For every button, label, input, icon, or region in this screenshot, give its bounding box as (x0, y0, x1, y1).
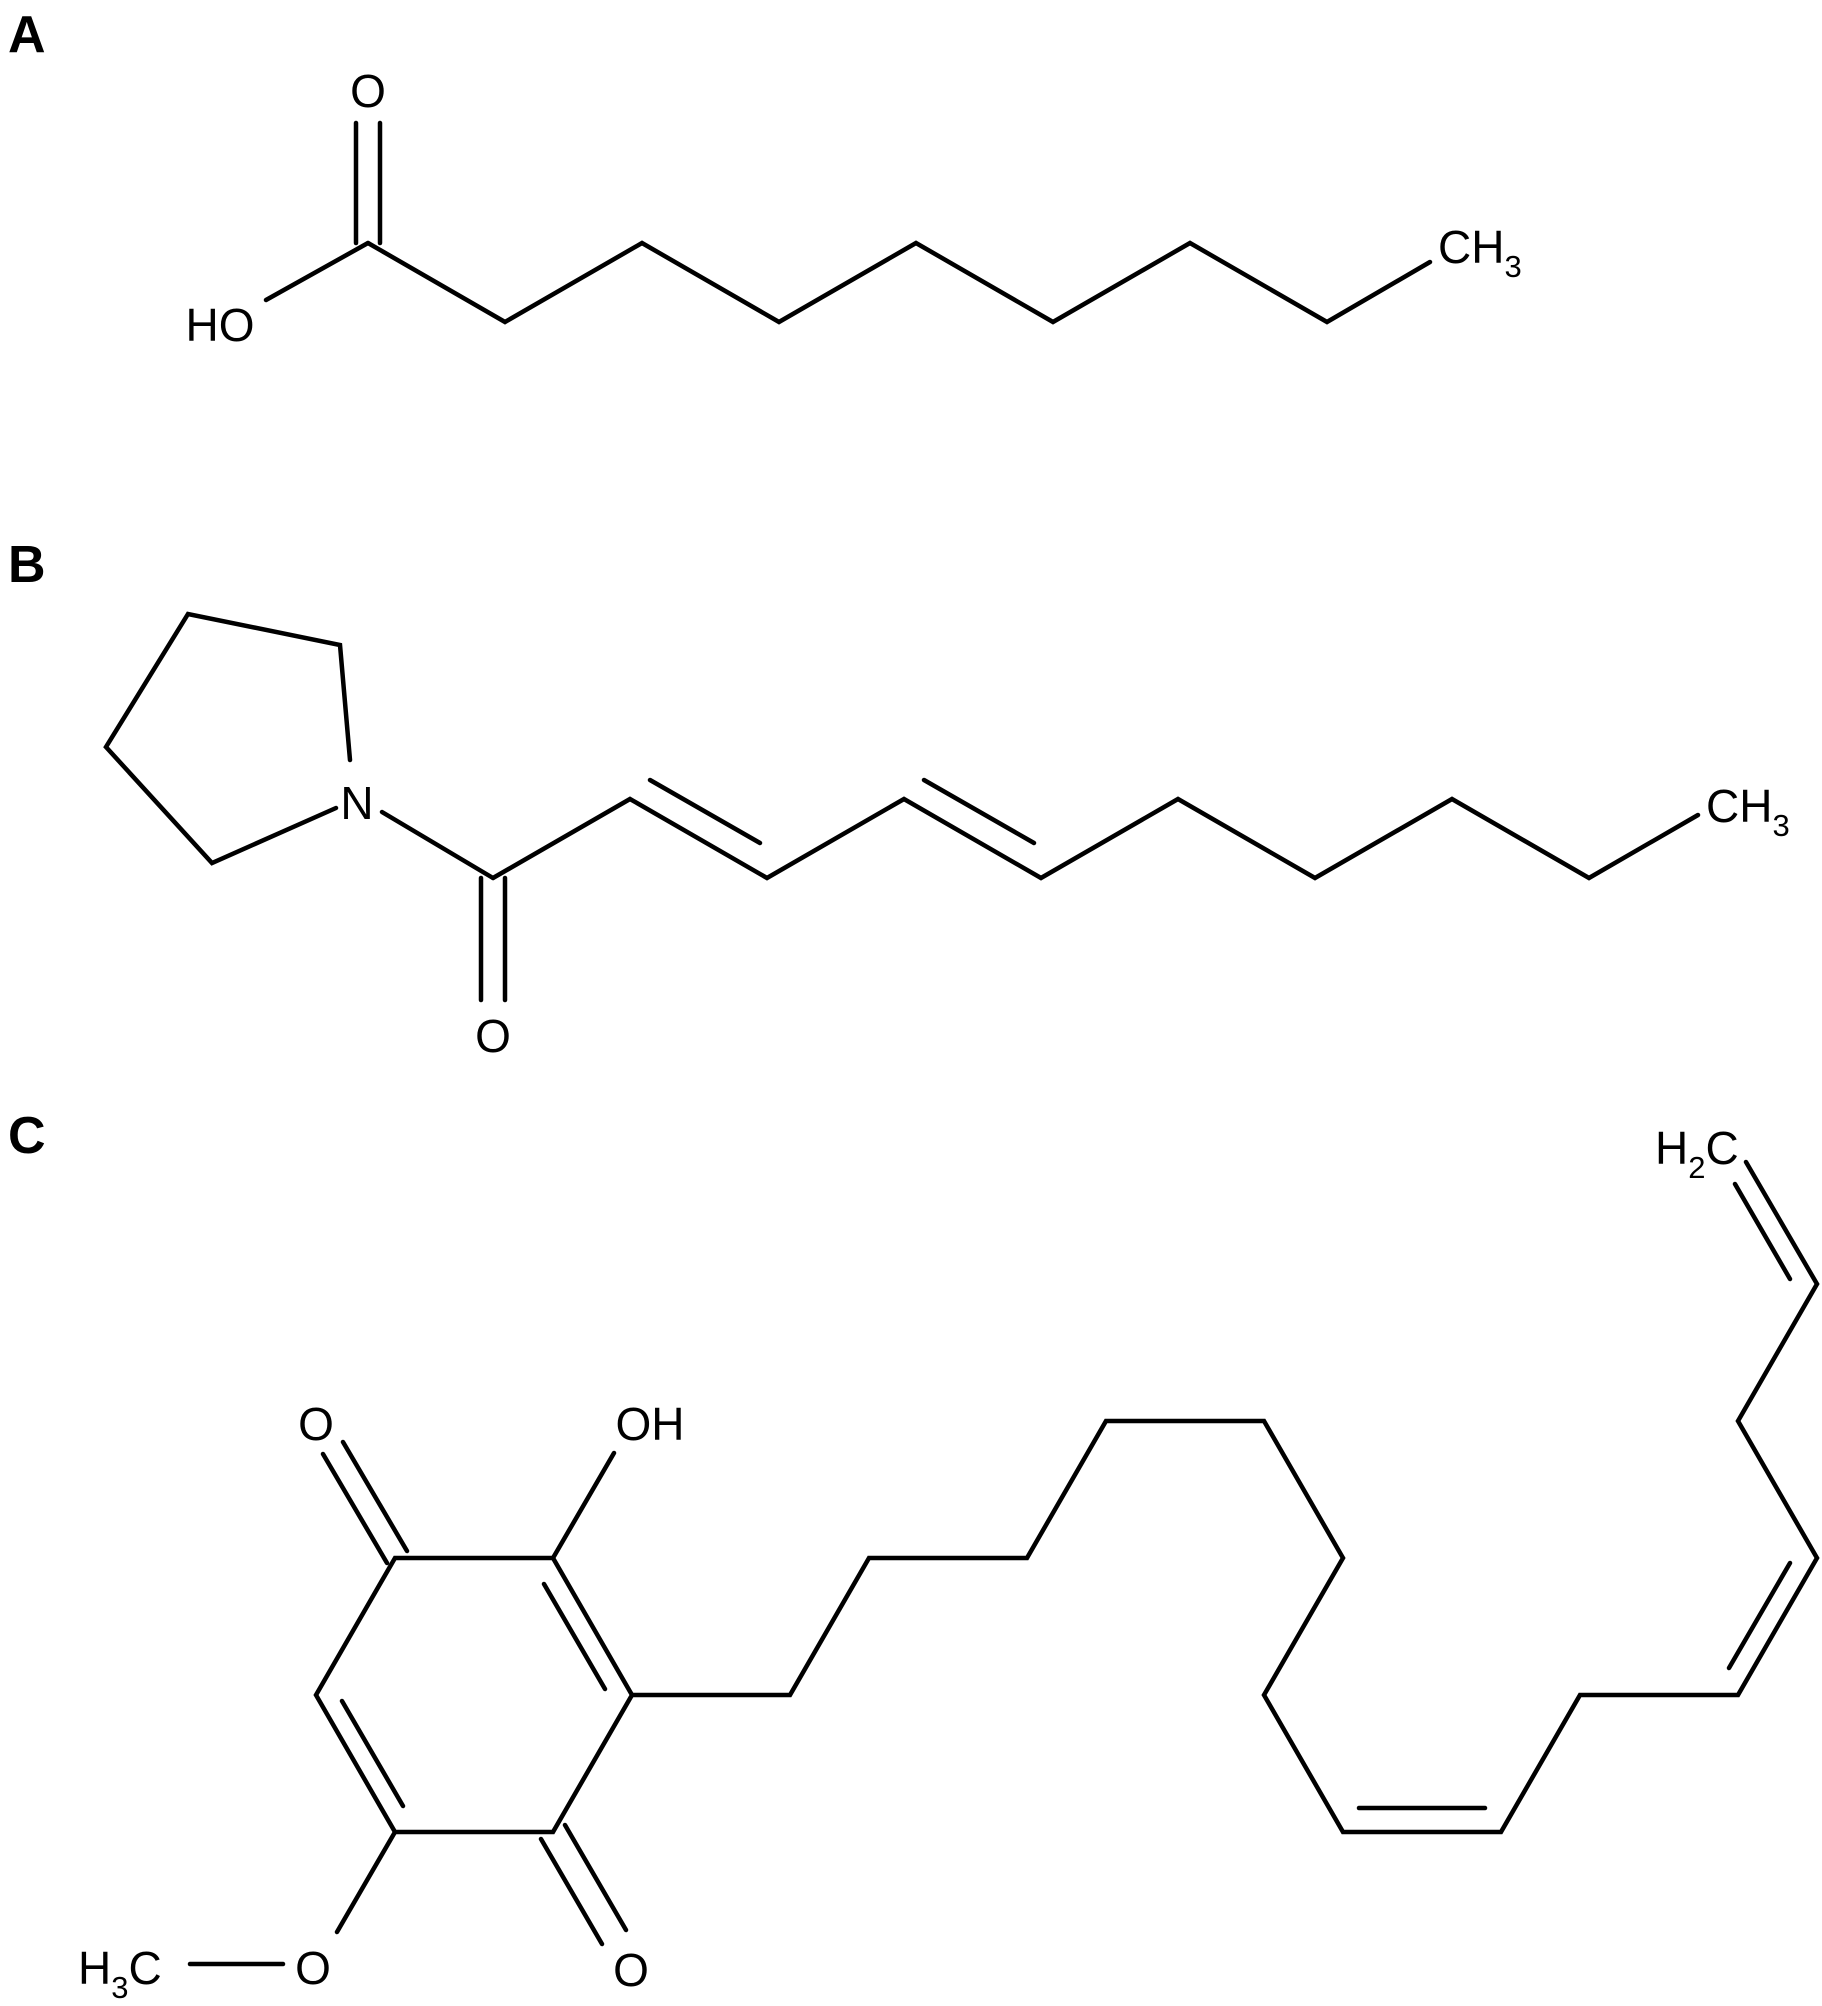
bond-a-chain (365, 240, 1433, 325)
panel-label-c: C (8, 1107, 46, 1165)
bonds-c (187, 1159, 1820, 1967)
atom-c-ether-o: O (295, 1942, 331, 1994)
structure-b: B N O CH3 (8, 536, 1790, 1062)
structure-a: A O HO CH3 (8, 6, 1522, 351)
atom-b-nitrogen: N (340, 777, 373, 829)
structure-c: C O OH O O (8, 1107, 1820, 2005)
bond-b-chain (490, 796, 1701, 881)
atom-a-methyl: CH3 (1438, 221, 1522, 284)
bond-c-c-o-ether (334, 1829, 398, 1935)
panel-label-b: B (8, 536, 46, 594)
atom-c-methoxy: H3C (78, 1942, 162, 2005)
bond-b-double-2 (921, 777, 1037, 846)
bonds-a (263, 120, 1433, 325)
bond-b-ring (103, 611, 353, 866)
panel-label-a: A (8, 6, 46, 64)
atom-c-quinone-o-top: O (298, 1398, 334, 1450)
bond-c-chain (629, 1159, 1820, 1835)
atom-b-methyl: CH3 (1706, 780, 1790, 843)
atom-a-hydroxyl: HO (186, 299, 255, 351)
bond-c-ring (313, 1555, 635, 1835)
bond-c-chain-double-2 (1726, 1560, 1793, 1671)
bond-c-ring-double-left (339, 1698, 406, 1809)
atom-c-vinyl: H2C (1655, 1122, 1739, 1185)
bond-c-co-bottom-1 (538, 1836, 605, 1947)
bond-c-c-oh (550, 1450, 617, 1561)
bond-c-co-bottom-2 (562, 1822, 629, 1933)
bond-a-c-oh (263, 240, 371, 303)
atom-c-hydroxyl: OH (616, 1398, 685, 1450)
bond-b-double-1 (647, 777, 763, 846)
bond-b-n-c (379, 809, 496, 881)
bond-c-ring-double-right (541, 1581, 608, 1692)
atom-a-carbonyl-o: O (350, 65, 386, 117)
bond-c-co-top-2 (340, 1439, 410, 1554)
bonds-b (103, 611, 1701, 1003)
atom-b-carbonyl-o: O (475, 1010, 511, 1062)
bond-c-chain-double-3 (1732, 1181, 1793, 1282)
bond-c-co-top-1 (320, 1451, 390, 1566)
atom-c-quinone-o-bottom: O (613, 1944, 649, 1996)
